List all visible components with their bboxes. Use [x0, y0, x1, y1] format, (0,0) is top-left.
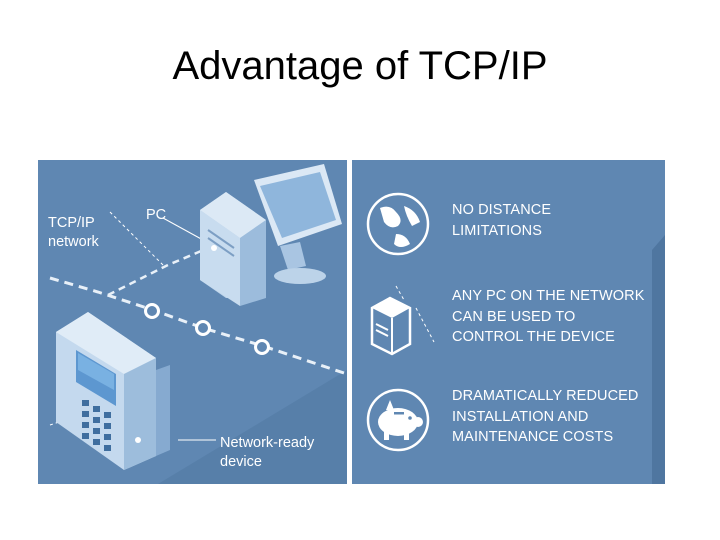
device-label-line2: device	[220, 454, 262, 470]
tcpip-label-line2: network	[48, 234, 99, 250]
slide-title: Advantage of TCP/IP	[172, 44, 548, 88]
network-ready-device	[56, 312, 170, 470]
benefit-reduced-costs: DRAMATICALLY REDUCED INSTALLATION AND MA…	[452, 386, 639, 448]
benefit-line: MAINTENANCE COSTS	[452, 429, 614, 445]
tcpip-network-label: TCP/IP network	[48, 214, 99, 252]
pc-label: PC	[146, 207, 167, 223]
benefit-line: ANY PC ON THE NETWORK	[452, 288, 645, 304]
network-cable-upper	[107, 244, 214, 297]
benefit-line: CAN BE USED TO	[452, 308, 576, 325]
network-illustration-panel: TCP/IP network PC Network-ready device	[38, 160, 347, 484]
pc-tower-icon	[360, 282, 436, 358]
network-node	[195, 320, 211, 336]
globe-icon	[360, 186, 436, 262]
benefit-any-pc: ANY PC ON THE NETWORK CAN BE USED TO CON…	[452, 286, 645, 348]
network-diagram	[49, 164, 347, 484]
network-node	[254, 339, 270, 355]
network-ready-device-label: Network-ready device	[220, 434, 314, 472]
piggy-bank-icon	[360, 382, 436, 458]
benefit-line: NO DISTANCE	[452, 202, 552, 218]
pc-tower	[200, 192, 266, 306]
benefits-panel: NO DISTANCE LIMITATIONS ANY PC ON THE NE…	[352, 160, 665, 484]
benefit-line: CONTROL THE DEVICE	[452, 329, 615, 345]
benefit-line: DRAMATICALLY REDUCED	[452, 388, 639, 404]
benefit-line: INSTALLATION AND	[452, 408, 589, 425]
benefit-no-distance: NO DISTANCE LIMITATIONS	[452, 200, 551, 241]
device-label-line1: Network-ready	[220, 435, 315, 451]
pc-monitor	[254, 164, 342, 284]
tcpip-label-line1: TCP/IP	[48, 215, 95, 231]
benefit-line: LIMITATIONS	[452, 222, 542, 239]
network-node	[144, 303, 160, 319]
